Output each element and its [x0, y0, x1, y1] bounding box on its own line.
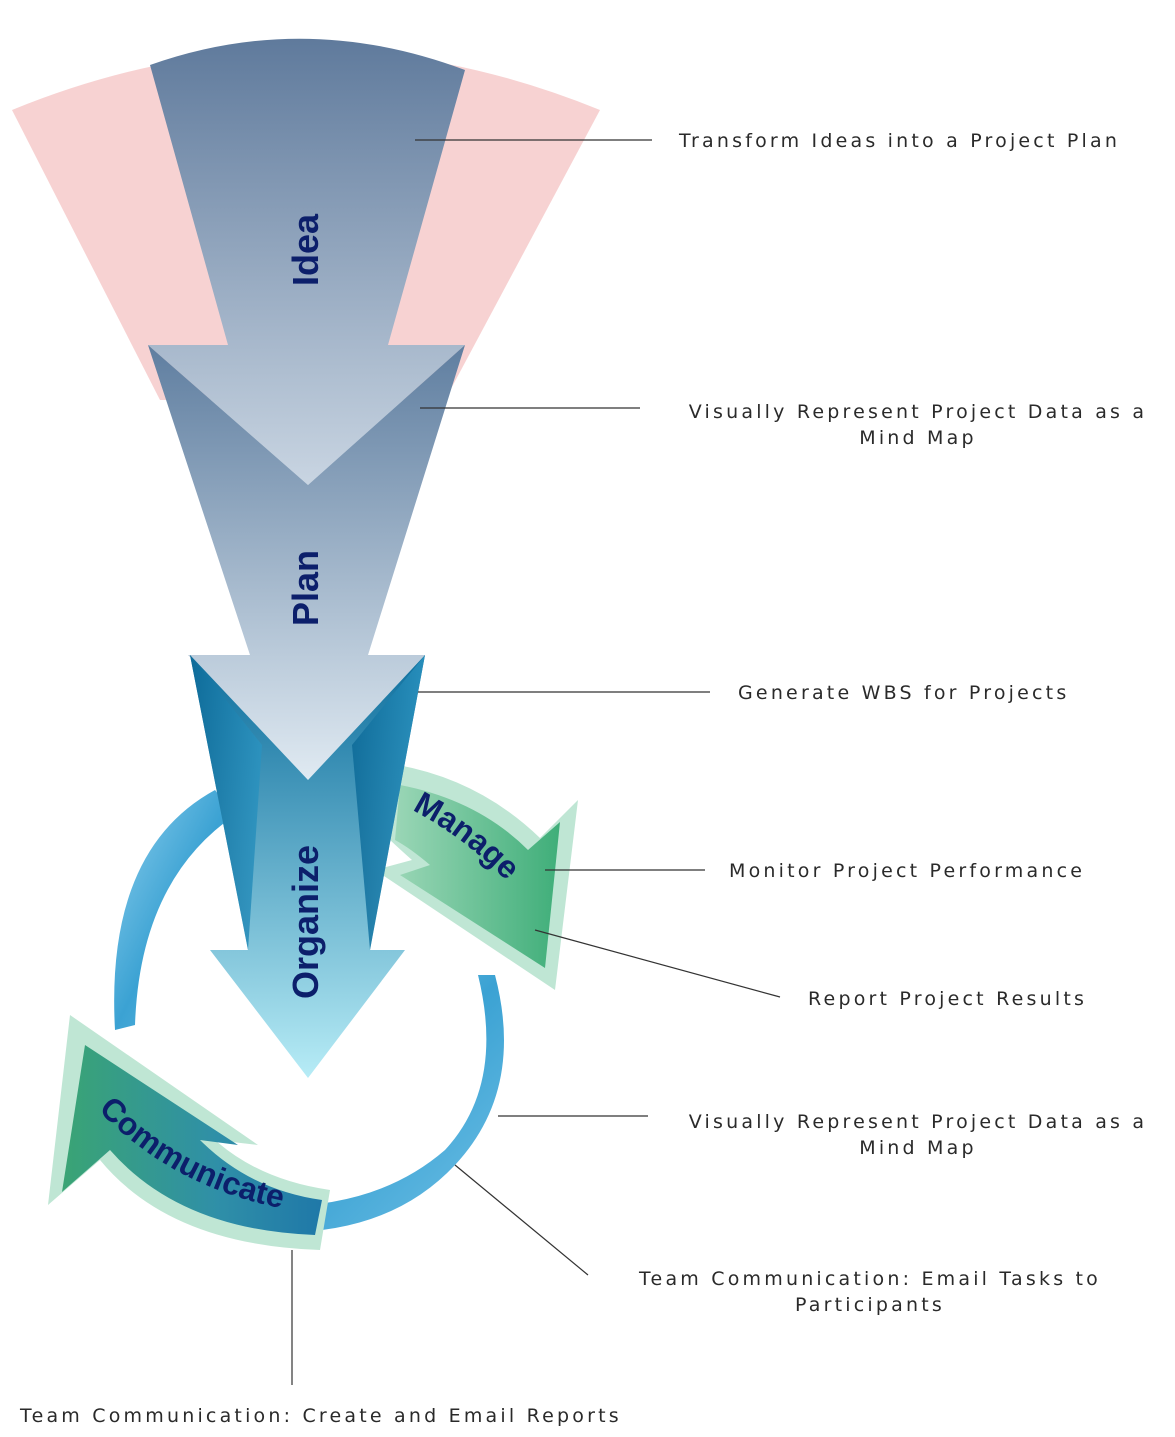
callout-transform-ideas: Transform Ideas into a Project Plan: [679, 128, 1120, 154]
callout-wbs-text: Generate WBS for Projects: [738, 682, 1070, 704]
organize-arrow-left-face: [190, 655, 262, 950]
callout-email-tasks-line1: Team Communication: Email Tasks to: [638, 1268, 1102, 1290]
callout-mind-map-1-line1: Visually Represent Project Data as a: [688, 401, 1148, 423]
callout-mind-map-1-line2: Mind Map: [859, 427, 977, 449]
callout-monitor-text: Monitor Project Performance: [729, 860, 1086, 882]
callout-generate-wbs: Generate WBS for Projects: [738, 680, 1069, 706]
idea-arrow: [148, 38, 465, 486]
callout-report-results: Report Project Results: [808, 986, 1087, 1012]
cycle-arrow-left: [114, 790, 235, 1030]
callout-monitor-performance: Monitor Project Performance: [729, 858, 1085, 884]
callout-mind-map-2-line2: Mind Map: [859, 1137, 977, 1159]
callout-email-tasks: Team Communication: Email Tasks to Parti…: [610, 1266, 1130, 1318]
callout-mind-map-2: Visually Represent Project Data as a Min…: [668, 1109, 1168, 1161]
leader-email-tasks: [454, 1164, 589, 1276]
plan-arrow: [148, 345, 465, 780]
callout-mind-map-2-line1: Visually Represent Project Data as a: [688, 1111, 1148, 1133]
callout-report-text: Report Project Results: [808, 988, 1088, 1010]
communicate-arrow-inner: [62, 1045, 322, 1235]
callout-mind-map-1: Visually Represent Project Data as a Min…: [668, 399, 1168, 451]
cycle-arrow-bottom: [240, 975, 504, 1233]
callout-transform-text: Transform Ideas into a Project Plan: [679, 130, 1121, 152]
stage-label-plan: Plan: [285, 550, 326, 626]
organize-arrow-right-face: [352, 655, 425, 950]
stage-label-organize: Organize: [285, 845, 326, 999]
callout-email-reports-text: Team Communication: Create and Email Rep…: [20, 1405, 622, 1427]
stage-label-idea: Idea: [285, 213, 326, 286]
callout-email-tasks-line2: Participants: [794, 1294, 945, 1316]
manage-arrow-inner: [395, 785, 560, 968]
leader-report: [534, 929, 781, 998]
callout-email-reports: Team Communication: Create and Email Rep…: [20, 1403, 622, 1429]
